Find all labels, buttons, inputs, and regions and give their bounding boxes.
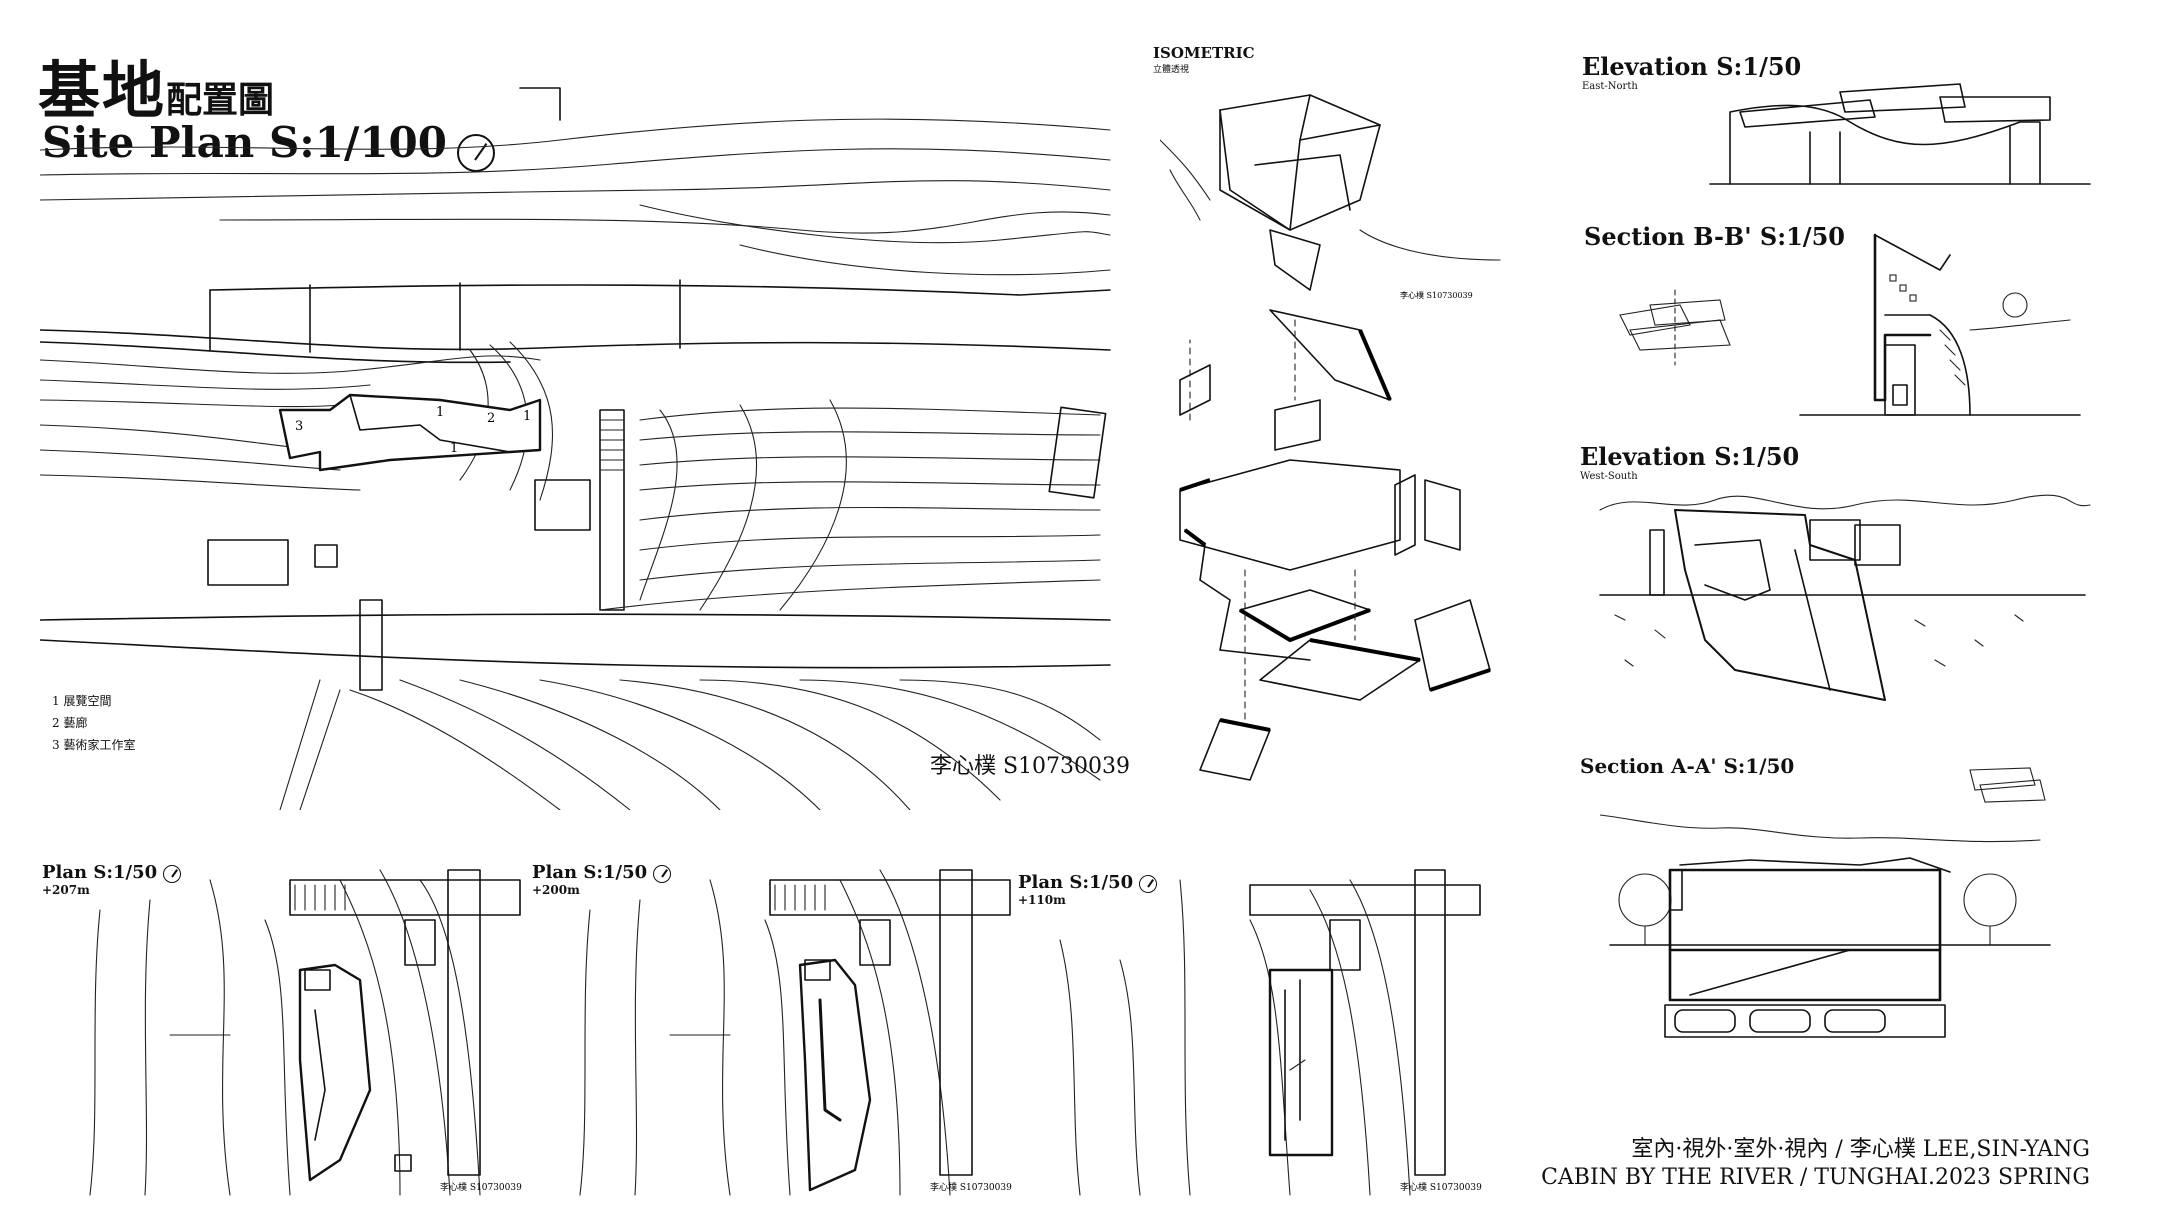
site-plan-title-zh-sub: 配置圖 [166,79,275,121]
site-plan-drawing: 3 1 2 1 1 [40,87,1111,810]
elevation-ws-title: Elevation S:1/50 [1580,442,1800,471]
section-aa-key-plan [1969,767,2046,803]
north-arrow-icon [457,133,496,172]
site-plan-title-en: Site Plan S:1/100 [42,118,448,167]
elevation-ws-subtitle: West-South [1580,471,1638,482]
iso-exploded [1179,309,1491,781]
plan-3-title: Plan S:1/50 [1018,872,1134,893]
site-stair [599,409,625,611]
isometric-signature: 李心樸 S10730039 [1400,290,1473,300]
section-aa-drawing [1600,767,2051,1038]
isometric-drawing: 李心樸 S10730039 [1160,94,1501,781]
elevation-ws-title-block: Elevation S:1/50 West-South [1580,442,1799,482]
plan-3-level: +110m [1018,893,1066,907]
site-plan-title-en-row: Site Plan S:1/100 [42,118,496,172]
north-arrow-icon [653,864,672,883]
legend-item: 3 藝術家工作室 [52,738,136,752]
plan-1-title: Plan S:1/50 [42,862,158,883]
credits-line-2: CABIN BY THE RIVER / TUNGHAI.2023 SPRING [1541,1165,2090,1190]
site-contours-middle [40,341,553,501]
plan-2-title: Plan S:1/50 [532,862,648,883]
plan-3-signature: 李心樸 S10730039 [1400,1181,1482,1193]
site-plan-signature: 李心樸 S10730039 [930,754,1131,779]
elevation-en-drawing [1709,83,2091,185]
section-bb-title: Section B-B' S:1/50 [1584,222,1845,251]
room-number: 3 [295,419,303,434]
isometric-title-block: ISOMETRIC 立體透視 [1153,44,1255,75]
elevation-en-subtitle: East-North [1582,81,1638,92]
elevation-en-title-block: Elevation S:1/50 East-North [1582,52,1801,92]
credits-line-1: 室內·視外·室外·視內 / 李心樸 LEE,SIN-YANG [1631,1137,2090,1162]
plan-1-title-block: Plan S:1/50 +207m [42,862,182,897]
elevation-ws-drawing [1599,494,2091,701]
site-plan-title-block: 基地配置圖 [38,40,274,130]
credits-block: 室內·視外·室外·視內 / 李心樸 LEE,SIN-YANG CABIN BY … [1541,1136,2090,1192]
section-bb-cut [1799,233,2081,416]
plan-3-title-block: Plan S:1/50 +110m [1018,872,1158,907]
isometric-title: ISOMETRIC [1153,44,1255,62]
section-aa-title: Section A-A' S:1/50 [1580,754,1795,778]
plan-1-drawing: 李心樸 S10730039 [89,869,522,1196]
site-annex-box [207,539,289,586]
plan-1-signature: 李心樸 S10730039 [440,1181,522,1193]
site-contours-bottom [279,679,1101,810]
legend-item: 1 展覽空間 [52,694,112,708]
north-arrow-icon [1139,874,1158,893]
iso-assembled [1160,94,1501,291]
room-number: 1 [523,409,531,424]
elevation-en-title: Elevation S:1/50 [1582,52,1802,81]
legend-item: 2 藝廊 [52,716,88,730]
room-number: 2 [487,411,495,426]
plan-2-level: +200m [532,883,580,897]
plan-3-drawing: 李心樸 S10730039 [1059,869,1482,1196]
isometric-subtitle: 立體透視 [1153,65,1190,75]
site-plan-title-zh: 基地 [38,54,167,127]
site-building-footprint [278,393,542,472]
plan-2-signature: 李心樸 S10730039 [930,1181,1012,1193]
plan-2-title-block: Plan S:1/50 +200m [532,862,672,897]
plan-1-level: +207m [42,883,90,897]
section-bb-drawing [1619,233,2081,416]
room-number: 1 [436,405,444,420]
room-number: 1 [450,441,458,456]
section-bb-key-plan [1619,289,1731,366]
north-arrow-icon [163,864,182,883]
site-plan-legend: 1 展覽空間 2 藝廊 3 藝術家工作室 [52,690,135,756]
site-contours-top [40,118,1111,276]
site-contours-right [599,399,1101,611]
plan-2-drawing: 李心樸 S10730039 [579,869,1012,1196]
